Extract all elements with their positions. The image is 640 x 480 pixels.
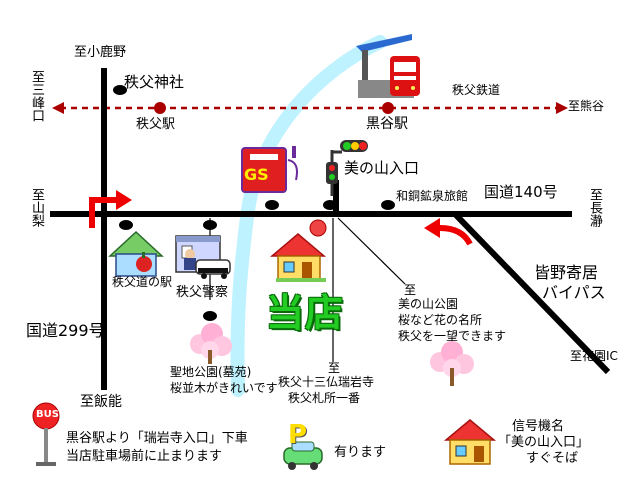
label-bypass-2: バイパス [542,283,606,302]
label-temple-to: 至 [328,361,341,375]
turn-arrow-right-head [424,218,440,238]
bypass-road [452,211,611,375]
marker-gs [265,200,279,210]
kuroya-station-marker [382,102,394,114]
parking-sign: P [288,420,308,450]
label-michinoeki: 秩父道の駅 [112,275,173,289]
railway-arrow-left [52,102,64,114]
label-to-kumagaya: 至熊谷 [568,99,605,113]
label-signal-2: 「美の山入口」 [498,435,590,450]
label-to-nagatoro: 至長瀞 [586,188,602,227]
gas-station-icon [241,146,298,193]
turn-arrow-left-head [116,190,132,210]
label-bus-1: 黒谷駅より「瑞岩寺入口」下車 [66,431,248,446]
label-chichibu-shrine: 秩父神社 [124,73,185,91]
roadside-station-icon [108,230,164,277]
label-cemetery-2: 桜並木がきれいです [170,381,278,395]
label-route140: 国道140号 [484,183,558,201]
label-to-yamanashi: 至山梨 [28,188,44,227]
label-wado-onsen: 和銅鉱泉旅館 [396,189,469,203]
thin-road-park [337,217,406,285]
river [230,35,387,397]
traffic-signal-icon [326,140,368,196]
turn-arrow-right [439,225,473,246]
label-temple-1: 秩父十三仏瑞岩寺 [278,375,375,389]
shop-marker [309,219,327,237]
marker-michinoeki [119,220,133,230]
railway-arrow-right [556,102,568,114]
parking-icon [283,441,323,470]
cherry-tree-icon-park [430,341,474,386]
chichibu-station-marker [154,102,166,114]
label-to-minamine: 至三峰口 [28,70,44,122]
label-temple-2: 秩父札所一番 [288,391,361,405]
gas-station-label: GS [244,165,269,184]
label-kuroya-station: 黒谷駅 [366,116,408,132]
label-bus-2: 当店駐車場前に止まります [66,449,223,464]
label-park-2: 桜など花の名所 [398,313,483,327]
marker-shrine [113,85,127,95]
label-park-to: 至 [404,283,417,297]
label-minoyama-entrance: 美の山入口 [344,159,420,177]
train-icon [356,34,420,98]
house-icon [269,233,327,282]
label-park-1: 美の山公園 [398,297,459,311]
label-parking: 有ります [334,445,387,460]
shop-label: 当店 [266,291,345,335]
marker-police [203,220,217,230]
bus-sign-label: BUS [36,409,59,420]
label-to-kojika: 至小鹿野 [74,45,127,60]
label-chichibu-railway: 秩父鉄道 [452,83,501,97]
marker-onsen [381,200,395,210]
house-icon-signal [443,419,497,465]
label-chichibu-station: 秩父駅 [136,117,176,132]
label-signal-3: すぐそば [526,451,579,466]
police-station-icon [175,235,231,279]
label-signal-1: 信号機名 [512,419,565,434]
cherry-tree-icon [190,323,232,364]
marker-cemetery [203,311,217,321]
label-park-3: 秩父を一望できます [398,329,507,343]
label-police: 秩父警察 [176,285,229,300]
turn-arrow-left [89,197,116,228]
bus-stop-icon [32,402,60,466]
marker-signal [323,200,337,210]
label-route299: 国道299号 [26,321,105,340]
label-cemetery-1: 聖地公園(墓苑) [170,365,252,379]
label-to-hanazono: 至花園IC [570,349,618,363]
label-bypass-1: 皆野寄居 [534,263,599,282]
label-to-hanno: 至飯能 [80,394,122,410]
